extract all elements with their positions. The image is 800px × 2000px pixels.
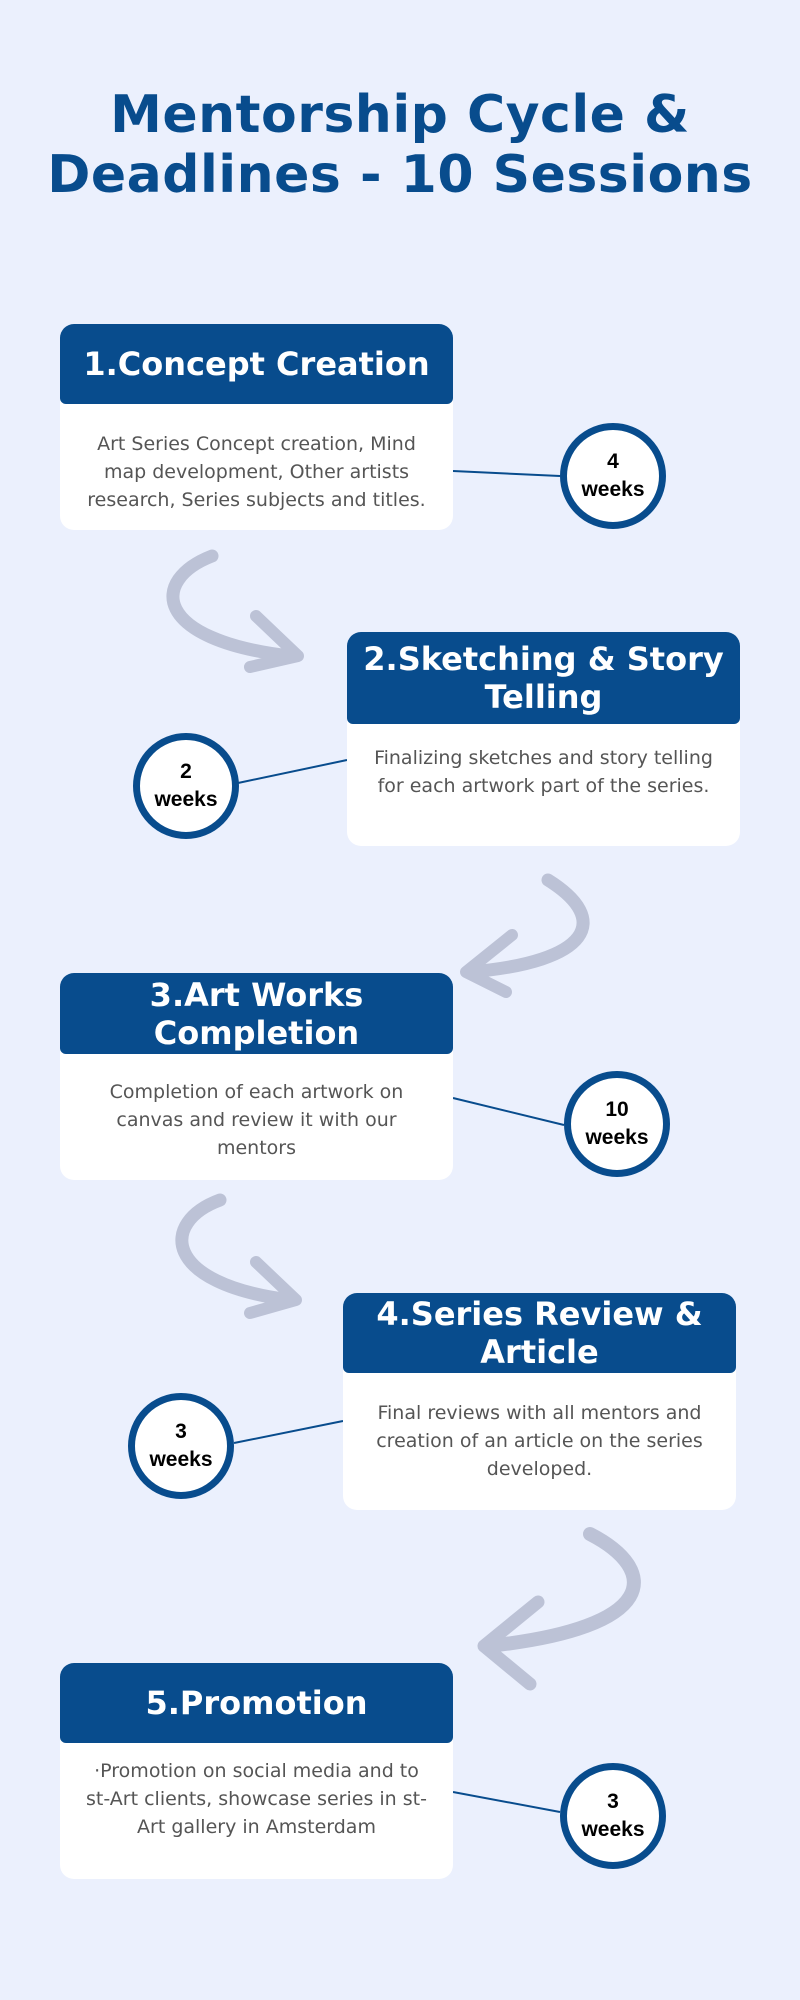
duration-unit-5: weeks xyxy=(581,1818,645,1841)
duration-value-3: 10 xyxy=(605,1098,629,1121)
duration-unit-3: weeks xyxy=(585,1126,649,1149)
step-description-4: Final reviews with all mentors and creat… xyxy=(376,1402,703,1480)
duration-unit-1: weeks xyxy=(581,478,645,501)
duration-badge-1: 4 weeks xyxy=(560,423,666,529)
curved-arrow-left-icon xyxy=(460,873,590,998)
step-description-3: Completion of each artwork on canvas and… xyxy=(109,1081,404,1159)
step-card-5: 5.Promotion ·Promotion on social media a… xyxy=(60,1663,453,1879)
step-card-4: 4.Series Review & Article Final reviews … xyxy=(343,1293,736,1510)
curved-arrow-right-icon xyxy=(175,1193,302,1319)
page-title: Mentorship Cycle & Deadlines - 10 Sessio… xyxy=(0,85,800,205)
connector-line-5 xyxy=(452,1791,561,1813)
duration-value-4: 3 xyxy=(175,1420,187,1443)
step-card-2: 2.Sketching & Story Telling Finalizing s… xyxy=(347,632,740,846)
duration-value-1: 4 xyxy=(607,450,619,473)
step-description-2: Finalizing sketches and story telling fo… xyxy=(374,747,713,797)
curved-arrow-left-icon xyxy=(477,1527,641,1691)
curved-arrow-right-icon xyxy=(166,549,304,673)
duration-badge-2: 2 weeks xyxy=(133,733,239,839)
duration-value-5: 3 xyxy=(607,1790,619,1813)
step-card-1: 1.Concept Creation Art Series Concept cr… xyxy=(60,324,453,530)
step-description-5: ·Promotion on social media and to st-Art… xyxy=(86,1760,427,1838)
title-line-1: Mentorship Cycle & xyxy=(110,85,690,145)
step-title-4: 4.Series Review & Article xyxy=(343,1293,736,1373)
duration-value-2: 2 xyxy=(180,760,192,783)
step-title-3: 3.Art Works Completion xyxy=(60,973,453,1054)
duration-badge-3: 10 weeks xyxy=(564,1071,670,1177)
duration-unit-4: weeks xyxy=(149,1448,213,1471)
duration-badge-4: 3 weeks xyxy=(128,1393,234,1499)
connector-line-1 xyxy=(452,470,561,477)
connector-line-3 xyxy=(452,1097,565,1126)
duration-badge-5: 3 weeks xyxy=(560,1763,666,1869)
step-title-5: 5.Promotion xyxy=(60,1663,453,1743)
connector-line-2 xyxy=(237,759,348,784)
step-card-3: 3.Art Works Completion Completion of eac… xyxy=(60,973,453,1180)
duration-unit-2: weeks xyxy=(154,788,218,811)
step-title-2: 2.Sketching & Story Telling xyxy=(347,632,740,724)
connector-line-4 xyxy=(233,1420,344,1444)
step-title-1: 1.Concept Creation xyxy=(60,324,453,404)
step-description-1: Art Series Concept creation, Mind map de… xyxy=(87,433,426,511)
title-line-2: Deadlines - 10 Sessions xyxy=(47,145,753,205)
